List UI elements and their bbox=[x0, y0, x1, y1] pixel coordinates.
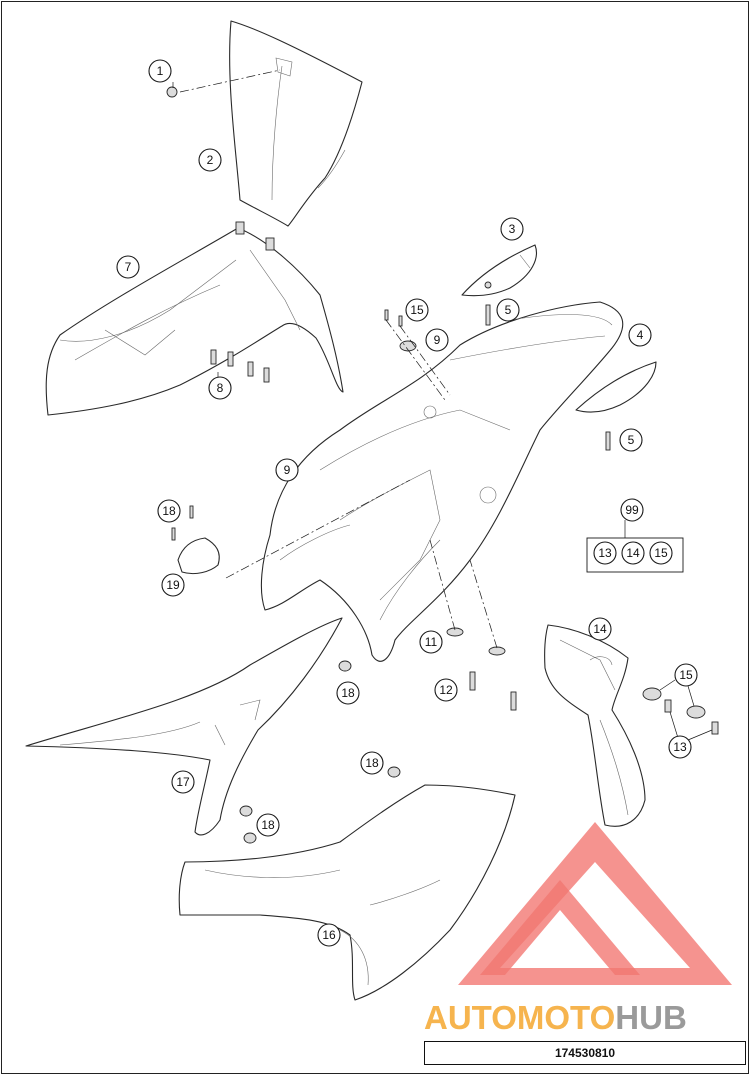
svg-text:8: 8 bbox=[217, 381, 224, 395]
callout-14: 14 bbox=[588, 617, 612, 641]
callout-7: 7 bbox=[116, 255, 140, 279]
watermark-brand-a: AUTOMOTO bbox=[424, 999, 616, 1036]
watermark-brand-b: HUB bbox=[615, 999, 687, 1036]
svg-text:11: 11 bbox=[425, 635, 438, 649]
callout-13-center: 12 bbox=[434, 678, 458, 702]
svg-text:9: 9 bbox=[284, 463, 291, 477]
side-panel-large bbox=[178, 784, 516, 1001]
svg-text:16: 16 bbox=[322, 928, 336, 942]
tail-light-bracket bbox=[177, 537, 220, 575]
svg-text:99: 99 bbox=[625, 503, 639, 517]
watermark-brand-text: AUTOMOTOHUB bbox=[424, 998, 746, 1038]
watermark-logo bbox=[458, 822, 732, 985]
svg-text:18: 18 bbox=[341, 686, 355, 700]
svg-text:7: 7 bbox=[125, 260, 132, 274]
svg-text:15: 15 bbox=[410, 303, 424, 317]
callout-kit-15: 15 bbox=[649, 541, 673, 565]
callout-10: 9 bbox=[425, 328, 449, 352]
svg-text:5: 5 bbox=[628, 433, 635, 447]
svg-text:14: 14 bbox=[593, 622, 607, 636]
svg-text:18: 18 bbox=[261, 818, 275, 832]
callout-12: 11 bbox=[419, 630, 443, 654]
svg-text:12: 12 bbox=[439, 683, 453, 697]
callout-kit-13: 13 bbox=[593, 541, 617, 565]
callout-16: 16 bbox=[317, 923, 341, 947]
callout-8: 8 bbox=[208, 376, 232, 400]
hardware bbox=[166, 86, 719, 844]
callout-2: 3 bbox=[500, 217, 524, 241]
radiator-shield-left bbox=[25, 617, 343, 836]
callout-9: 9 bbox=[275, 458, 299, 482]
front-fender bbox=[45, 221, 344, 416]
callout-1: 2 bbox=[198, 148, 222, 172]
callout-kit-14: 14 bbox=[621, 541, 645, 565]
callout-20: 19 bbox=[161, 573, 185, 597]
callout-3: 4 bbox=[628, 323, 652, 347]
side-cover-right bbox=[575, 361, 657, 413]
svg-text:13: 13 bbox=[673, 740, 687, 754]
svg-text:14: 14 bbox=[626, 546, 640, 560]
drawing-number: 174530810 bbox=[424, 1041, 746, 1065]
svg-text:2: 2 bbox=[207, 153, 214, 167]
svg-text:19: 19 bbox=[166, 578, 180, 592]
callout-19: 18 bbox=[157, 499, 181, 523]
callout-11: 15 bbox=[405, 298, 429, 322]
svg-text:13: 13 bbox=[598, 546, 612, 560]
radiator-shield-right bbox=[544, 624, 646, 827]
svg-text:1: 1 bbox=[157, 64, 164, 78]
callout-4: 1 bbox=[148, 59, 172, 83]
svg-text:18: 18 bbox=[365, 756, 379, 770]
callout-99: 99 bbox=[620, 498, 644, 522]
svg-text:15: 15 bbox=[679, 668, 693, 682]
svg-text:3: 3 bbox=[509, 222, 516, 236]
callout-17: 17 bbox=[171, 770, 195, 794]
callout-5-top: 5 bbox=[496, 298, 520, 322]
svg-text:9: 9 bbox=[434, 333, 441, 347]
callout-13-right: 13 bbox=[668, 735, 692, 759]
side-cover-small bbox=[461, 244, 537, 297]
svg-text:17: 17 bbox=[176, 775, 190, 789]
callout-18-bottom: 18 bbox=[256, 813, 280, 837]
callout-18-top: 18 bbox=[336, 681, 360, 705]
callout-15: 15 bbox=[674, 663, 698, 687]
svg-text:15: 15 bbox=[654, 546, 668, 560]
svg-text:5: 5 bbox=[505, 303, 512, 317]
front-number-plate bbox=[229, 20, 363, 227]
leader-lines bbox=[172, 69, 713, 741]
svg-text:4: 4 bbox=[637, 328, 644, 342]
callout-18-mid: 18 bbox=[360, 751, 384, 775]
svg-text:18: 18 bbox=[162, 504, 176, 518]
rear-fender-airbox bbox=[260, 301, 624, 662]
callout-5-right: 5 bbox=[619, 428, 643, 452]
